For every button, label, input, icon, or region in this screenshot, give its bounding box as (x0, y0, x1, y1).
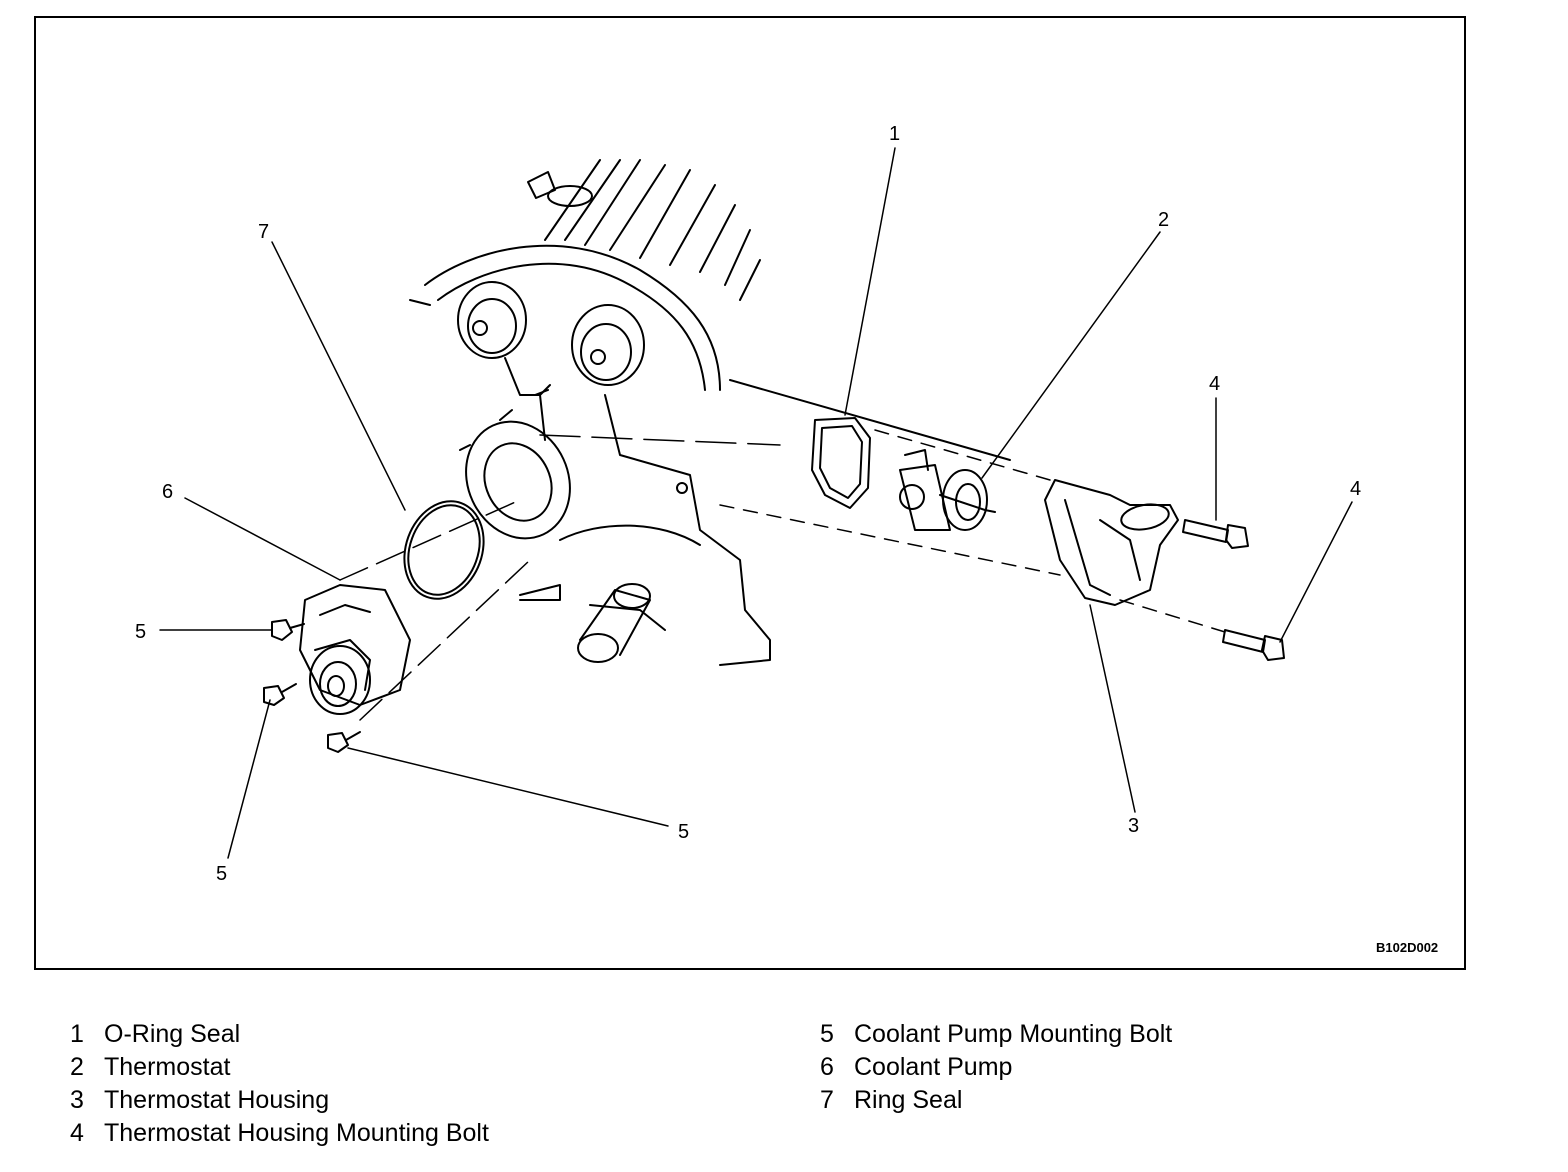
legend-column-2: 5 Coolant Pump Mounting Bolt 6 Coolant Pum… (820, 1018, 1172, 1117)
legend-label: Thermostat (104, 1053, 231, 1081)
legend-number: 6 (820, 1053, 834, 1081)
thermostat-housing-part (1044, 479, 1179, 606)
callout-2: 2 (1158, 209, 1169, 231)
legend-item: 3 Thermostat Housing (70, 1084, 489, 1117)
legend-label: O-Ring Seal (104, 1020, 241, 1048)
callout-4-upper: 4 (1209, 373, 1220, 395)
legend-number: 1 (70, 1020, 84, 1048)
callout-5-bottom: 5 (216, 863, 227, 885)
legend-label: Coolant Pump (854, 1053, 1013, 1081)
legend-number: 4 (70, 1119, 84, 1147)
legend-item: 4 Thermostat Housing Mounting Bolt (70, 1117, 489, 1150)
figure-code: B102D002 (1376, 940, 1438, 955)
coolant-pump-part (299, 584, 411, 715)
callout-3: 3 (1128, 815, 1139, 837)
pump-bolt-upper (271, 619, 305, 641)
housing-bolt-lower (1222, 629, 1285, 661)
housing-bolt-upper (1182, 519, 1249, 549)
engine-head (409, 159, 1011, 666)
legend-label: Ring Seal (854, 1086, 963, 1114)
pump-bolt-middle (263, 683, 297, 706)
diagram-frame (34, 16, 1466, 970)
legend-item: 7 Ring Seal (820, 1084, 1172, 1117)
legend-label: Thermostat Housing Mounting Bolt (104, 1119, 489, 1147)
callout-5-right: 5 (678, 821, 689, 843)
legend-number: 7 (820, 1086, 834, 1114)
legend-item: 2 Thermostat (70, 1051, 489, 1084)
legend-label: Coolant Pump Mounting Bolt (854, 1020, 1173, 1048)
leader-lines (159, 147, 1353, 859)
callout-1: 1 (889, 123, 900, 145)
legend-item: 5 Coolant Pump Mounting Bolt (820, 1018, 1172, 1051)
o-ring-seal-part (811, 417, 871, 509)
callout-7: 7 (258, 221, 269, 243)
callout-4-lower: 4 (1350, 478, 1361, 500)
alignment-lines (339, 429, 1226, 721)
callout-6: 6 (162, 481, 173, 503)
thermostat-part (899, 449, 996, 531)
callout-5-left: 5 (135, 621, 146, 643)
ring-seal-part (403, 500, 485, 600)
pump-bolt-lower (327, 731, 361, 753)
legend-number: 3 (70, 1086, 84, 1114)
legend-item: 6 Coolant Pump (820, 1051, 1172, 1084)
legend-number: 2 (70, 1053, 84, 1081)
legend-label: Thermostat Housing (104, 1086, 330, 1114)
legend-number: 5 (820, 1020, 834, 1048)
legend-item: 1 O-Ring Seal (70, 1018, 489, 1051)
